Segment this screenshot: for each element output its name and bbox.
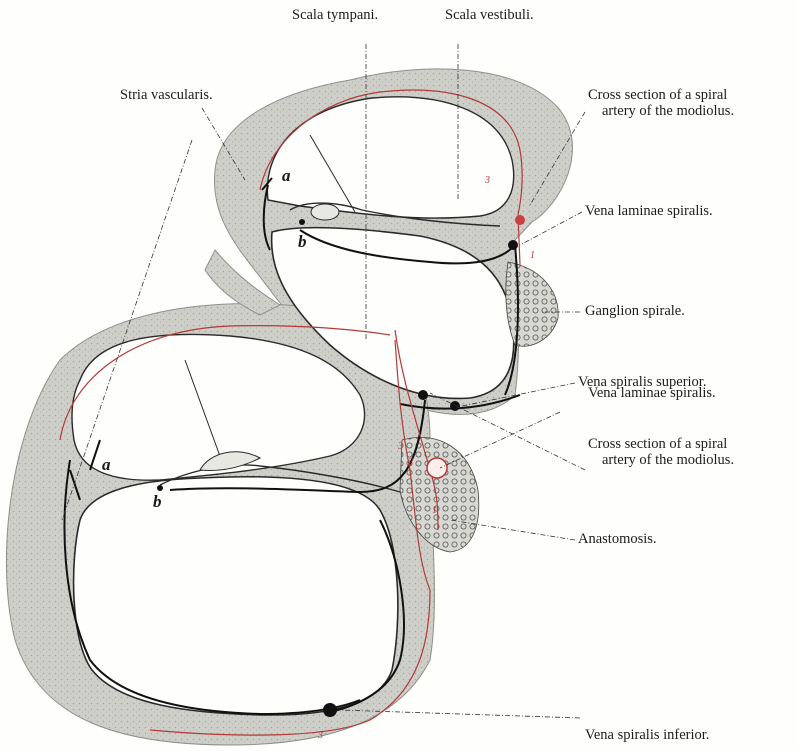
upper-spiral-artery-cross-section [515,215,525,225]
vessel-number-3-bottom: 3 [318,730,323,741]
label-anastomosis: Anastomosis. [578,532,657,547]
marker-a-upper: a [282,166,291,186]
label-stria-vascularis: Stria vascularis. [120,88,213,103]
upper-b-vessel-dot [299,219,305,225]
lower-vena-laminae-dot [418,390,428,400]
marker-b-lower: b [153,492,162,512]
lower-b-vessel-dot [157,485,163,491]
lower-scala-tympani [74,477,398,715]
lower-spiral-artery-cross-section [427,458,447,478]
vessel-number-2-lower: 2 [408,457,413,468]
upper-ganglion-spirale [506,262,558,346]
vessel-number-1-lower: 1 [432,505,437,516]
marker-b-upper: b [298,232,307,252]
label-cross-section-lower-line2: artery of the modiolus. [602,453,734,468]
label-vena-laminae-upper: Vena laminae spiralis. [585,204,713,219]
label-vena-spiralis-inferior: Vena spiralis inferior. [585,728,709,743]
label-ganglion-spirale: Ganglion spirale. [585,304,685,319]
vena-spiralis-inferior-dot [323,703,337,717]
marker-a-lower: a [102,455,111,475]
label-vena-laminae-lower: Vena laminae spiralis. [588,386,716,401]
vena-spiralis-superior-dot [450,401,460,411]
vessel-number-1-upper: 1 [530,250,535,261]
upper-vena-laminae-dot [508,240,518,250]
upper-organ-of-corti [311,204,339,220]
label-scala-vestibuli: Scala vestibuli. [445,8,534,23]
vessel-number-3-mid: 3 [398,441,403,452]
label-cross-section-upper-line2: artery of the modiolus. [602,104,734,119]
vessel-number-3-top: 3 [485,175,490,186]
label-cross-section-upper-line1: Cross section of a spiral [588,88,727,103]
label-cross-section-lower-line1: Cross section of a spiral [588,437,727,452]
label-scala-tympani: Scala tympani. [292,8,378,23]
